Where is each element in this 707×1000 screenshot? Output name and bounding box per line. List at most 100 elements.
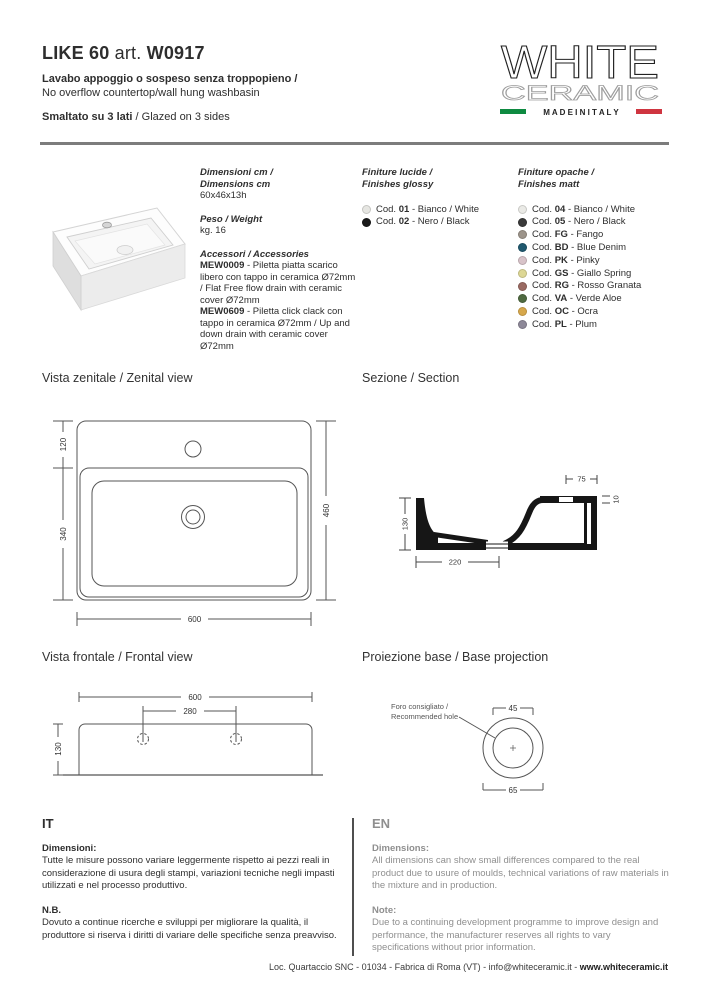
base-projection-drawing: 45 65 Foro consigliato / Recommended hol… (391, 702, 544, 795)
basin-mid-outline (79, 467, 309, 598)
section-left-wall (416, 498, 438, 550)
dim-label-460: 460 (322, 503, 331, 517)
cod-label: Cod. (532, 242, 553, 254)
drain-hole (116, 245, 134, 255)
finish-code: PK (554, 254, 568, 266)
hole-note-italian: Foro consigliato / (391, 702, 449, 711)
color-swatch-dot (362, 217, 371, 227)
header-divider (40, 142, 669, 145)
accessories-label: Accessori / Accessories (200, 248, 309, 260)
cod-label: Cod. (376, 216, 397, 228)
cod-label: Cod. (532, 318, 553, 330)
glaze-english: / Glazed on 3 sides (135, 111, 230, 123)
accessory-code: MEW0009 (200, 260, 245, 271)
mount-hole-right (230, 733, 242, 745)
finish-code: 05 (554, 216, 566, 228)
leader-line (458, 716, 496, 739)
dim-label-45: 45 (509, 704, 518, 713)
lang-label-it: IT (42, 816, 54, 831)
base-outer-circle (482, 717, 544, 779)
logo-word-white: WHITE (501, 36, 659, 88)
hole-note-english: Recommended hole (391, 712, 458, 721)
accessory-desc: - Piletta click clack con tappo in ceram… (200, 306, 350, 352)
finish-name: - Blue Denim (571, 242, 627, 254)
washbasin-photo (52, 207, 186, 312)
finish-name: - Verde Aloe (569, 293, 622, 305)
basin-inner-floor (74, 223, 166, 265)
drain-gap (486, 541, 508, 552)
color-swatch-dot (518, 268, 527, 278)
finish-code: PL (554, 318, 567, 330)
basin-outline (76, 420, 312, 601)
dimensions-label-en: Dimensions cm (200, 178, 271, 190)
color-swatch-dot (518, 204, 527, 214)
base-projection-heading: Proiezione base / Base projection (362, 650, 549, 664)
cod-label: Cod. (532, 216, 553, 228)
finish-row: Cod. OC - Ocra (518, 305, 670, 318)
notes-english: EN Dimensions: All dimensions can show s… (372, 817, 670, 967)
finish-name: - Bianco / White (567, 203, 635, 215)
color-swatch-dot (518, 230, 527, 240)
dim-label-340: 340 (59, 527, 68, 541)
finish-name: - Bianco / White (411, 203, 479, 215)
section-drawing: 130 220 75 10 (399, 475, 621, 568)
finish-row: Cod. 05 - Nero / Black (518, 216, 670, 229)
color-swatch-dot (362, 204, 371, 214)
finish-code: FG (554, 229, 568, 241)
finish-row: Cod. FG - Fango (518, 229, 670, 242)
product-info-column: Dimensioni cm / Dimensions cm 60x46x13h … (200, 167, 356, 352)
cod-label: Cod. (532, 293, 553, 305)
finish-name: - Pinky (570, 254, 600, 266)
finishes-glossy-column: Finiture lucide / Finishes glossy Cod. 0… (362, 167, 510, 229)
color-swatch-dot (518, 256, 527, 266)
mount-hole-left (137, 733, 149, 745)
frontal-view-drawing: 600 280 130 (53, 692, 323, 776)
notes-divider (352, 818, 354, 956)
subtitle-english: No overflow countertop/wall hung washbas… (42, 87, 260, 99)
dim-label-75: 75 (577, 475, 585, 484)
page-title: LIKE 60 art. W0917 (42, 43, 205, 64)
accessory-item: MEW0609 - Piletta click clack con tappo … (200, 306, 356, 352)
it-dimensions-text: Tutte le misure possono variare leggerme… (42, 855, 335, 891)
finish-code: 02 (398, 216, 410, 228)
dim-label-120: 120 (59, 437, 68, 451)
cod-label: Cod. (532, 306, 553, 318)
zenital-view-heading: Vista zenitale / Zenital view (42, 371, 193, 385)
finish-name: - Rosso Granata (571, 280, 642, 292)
color-swatch-dot (518, 320, 527, 330)
finish-code: GS (554, 267, 569, 279)
color-swatch-dot (518, 281, 527, 291)
color-swatch-dot (518, 294, 527, 304)
brand-logo: WHITE CERAMIC M A D E I N I T A L Y (500, 36, 662, 117)
dim-label-280: 280 (183, 707, 197, 716)
art-label: art. (114, 43, 142, 63)
finishes-matt-column: Finiture opache / Finishes matt Cod. 04 … (518, 167, 670, 331)
finish-row: Cod. RG - Rosso Granata (518, 280, 670, 293)
finish-code: OC (554, 306, 569, 318)
finishes-glossy-label-it: Finiture lucide / (362, 167, 433, 178)
en-note-label: Note: (372, 904, 397, 916)
footer-address: Loc. Quartaccio SNC - 01034 - Fabrica di… (269, 962, 668, 972)
art-code: W0917 (146, 43, 205, 63)
zenital-view-drawing: 120 340 460 600 (53, 420, 336, 626)
accessory-code: MEW0609 (200, 306, 245, 317)
dim-label-130: 130 (54, 742, 63, 756)
en-dimensions-label: Dimensions: (372, 842, 430, 854)
basin-left-face (52, 230, 82, 312)
logo-word-ceramic: CERAMIC (501, 82, 659, 105)
recommended-hole-circle (492, 727, 534, 769)
dim-label-220: 220 (449, 558, 462, 567)
it-nb-text: Dovuto a continue ricerche e sviluppi pe… (42, 917, 337, 941)
finish-code: BD (554, 242, 569, 254)
finish-row: Cod. PL - Plum (518, 318, 670, 331)
company-address: Loc. Quartaccio SNC - 01034 - Fabrica di… (269, 962, 578, 972)
company-website: www.whiteceramic.it (579, 962, 668, 972)
it-dimensions-label: Dimensioni: (42, 842, 97, 854)
finish-row: Cod. 01 - Bianco / White (362, 203, 510, 216)
cod-label: Cod. (376, 203, 397, 215)
subtitle-italian: Lavabo appoggio o sospeso senza troppopi… (42, 73, 298, 85)
en-note-text: Due to a continuing development programm… (372, 917, 659, 953)
logo-tagline: M A D E I N I T A L Y (543, 108, 619, 117)
finish-code: VA (554, 293, 568, 305)
